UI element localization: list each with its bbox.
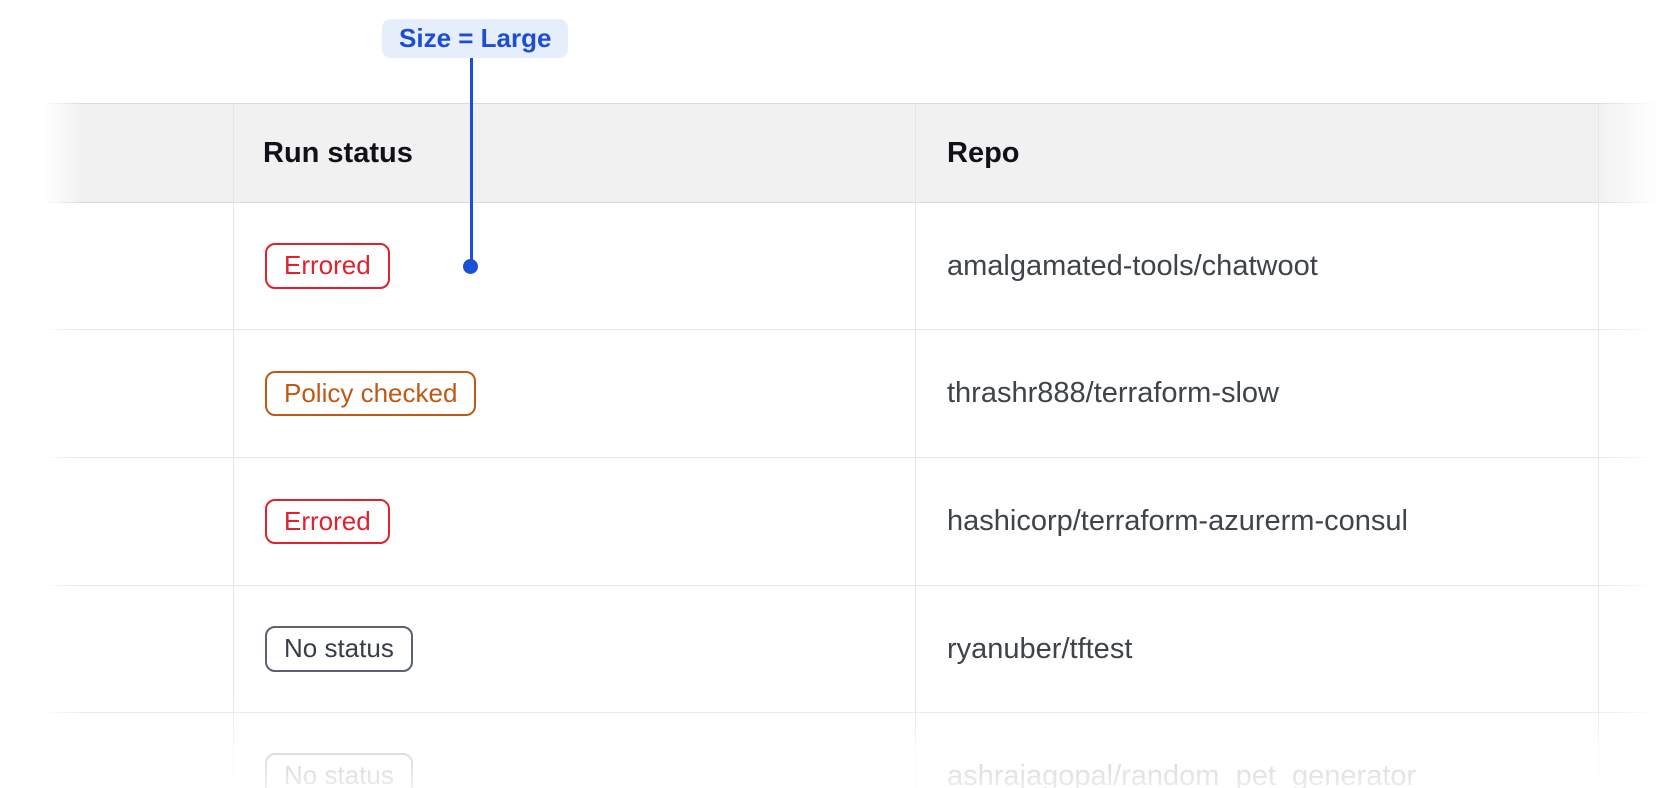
table-row[interactable]: No status ashrajagopal/random_pet_genera… [40,713,1672,788]
repo-name: hashicorp/terraform-azurerm-consul [947,505,1408,537]
column-header-run-status: Run status [263,136,413,169]
column-divider [915,103,916,788]
table-header-row: Run status Repo [40,103,1672,203]
annotation-pointer-line [470,58,473,261]
repo-name: amalgamated-tools/chatwoot [947,249,1318,282]
repo-cell: hashicorp/terraform-azurerm-consul [947,458,1408,585]
annotation-pointer-dot [463,259,478,274]
repo-cell: amalgamated-tools/chatwoot [947,203,1318,329]
run-status-cell: Errored [265,203,390,329]
repo-cell: ryanuber/tftest [947,586,1132,712]
table-row[interactable]: Errored amalgamated-tools/chatwoot [40,203,1672,330]
repo-name: thrashr888/terraform-slow [947,377,1279,409]
repo-cell: ashrajagopal/random_pet_generator [947,713,1416,788]
column-divider [1598,103,1599,788]
status-badge: No status [265,753,413,788]
repo-cell: thrashr888/terraform-slow [947,330,1279,457]
repo-name: ashrajagopal/random_pet_generator [947,759,1417,788]
status-badge: Policy checked [265,370,477,417]
annotation-label-pill: Size = Large [382,19,569,58]
table-row[interactable]: Policy checked thrashr888/terraform-slow [40,330,1672,458]
repo-name: ryanuber/tftest [947,632,1133,665]
column-divider [233,103,234,788]
status-badge: Errored [265,498,390,545]
run-status-cell: Policy checked [265,330,477,457]
column-header-repo: Repo [947,136,1020,169]
table-row[interactable]: No status ryanuber/tftest [40,586,1672,713]
run-status-cell: Errored [265,458,390,585]
annotation-label: Size = Large [399,23,552,53]
table-row[interactable]: Errored hashicorp/terraform-azurerm-cons… [40,458,1672,586]
status-badge: Errored [265,243,390,289]
run-status-cell: No status [265,713,413,788]
run-status-cell: No status [265,586,413,712]
status-badge: No status [265,626,413,672]
